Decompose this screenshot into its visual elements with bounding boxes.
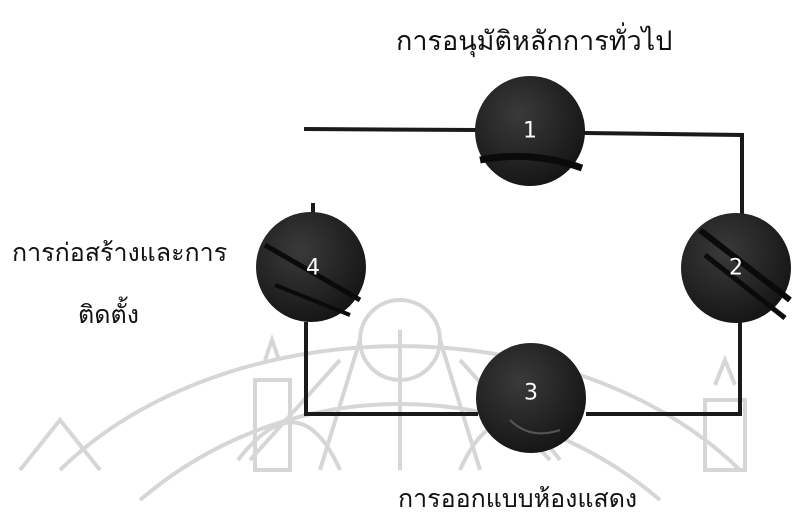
node-1-number: 1: [523, 119, 537, 144]
connector-1-to-2: [584, 133, 742, 222]
node-3-number: 3: [524, 381, 538, 406]
node-4-label-line2: ติดตั้ง: [78, 302, 139, 327]
node-4-number: 4: [306, 256, 320, 281]
diagram-title: การอนุมัติหลักการทั่วไป: [396, 28, 672, 55]
node-2: 2: [681, 213, 791, 323]
node-2-number: 2: [729, 256, 743, 281]
node-3-label: การออกแบบห้องแสดง: [398, 486, 637, 511]
connector-start-to-1: [304, 129, 478, 130]
node-3: 3: [476, 343, 586, 453]
node-1: 1: [475, 76, 585, 186]
node-4-label-line1: การก่อสร้างและการ: [12, 240, 227, 265]
university-seal-icon: [20, 300, 745, 500]
node-4: 4: [256, 212, 366, 322]
